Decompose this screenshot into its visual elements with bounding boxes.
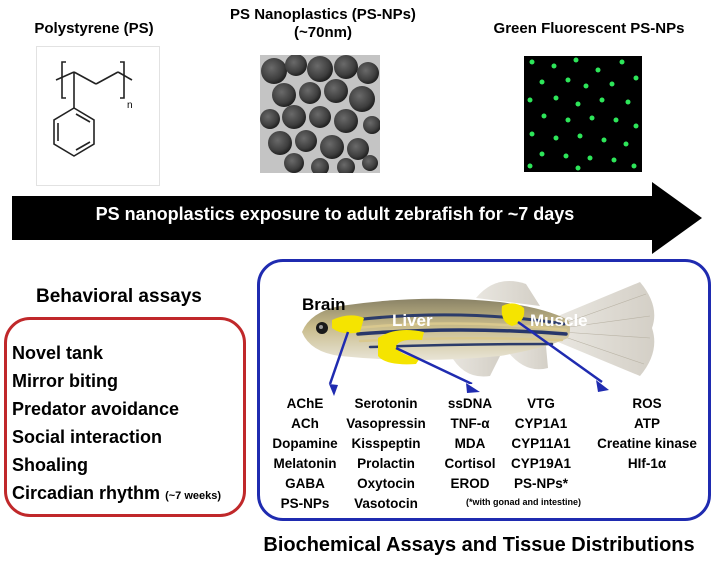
brain-marker: Dopamine — [272, 436, 338, 451]
behavioral-title: Behavioral assays — [36, 286, 202, 307]
liver-marker: Cortisol — [444, 456, 496, 471]
liver-footnote: (*with gonad and intestine) — [466, 497, 581, 507]
exposure-arrow — [12, 182, 702, 254]
brain-marker: PS-NPs — [280, 496, 330, 511]
brain-marker: Oxytocin — [357, 476, 415, 491]
muscle-marker: Creatine kinase — [597, 436, 697, 451]
tem-nanoplastics-image — [260, 55, 380, 173]
brain-marker: AChE — [286, 396, 324, 411]
duration-note: (~7 weeks) — [165, 490, 222, 502]
zebrafish-illustration — [302, 281, 655, 384]
nanoplastics-header: PS Nanoplastics (PS-NPs) (~70nm) — [208, 6, 438, 42]
brain-region — [332, 315, 364, 334]
liver-marker: CYP19A1 — [510, 456, 572, 471]
liver-marker: VTG — [527, 396, 555, 411]
brain-label: Brain — [302, 295, 346, 314]
biochemical-box — [257, 259, 711, 521]
subscript-n: n — [127, 100, 133, 111]
muscle-column: ROS ATP Creatine kinase HIf-1α — [588, 394, 706, 474]
behavioral-item-circadian: Circadian rhythm — [12, 483, 161, 503]
behavioral-item: Social interaction — [12, 427, 163, 447]
brain-marker: Serotonin — [354, 396, 418, 411]
liver-marker: MDA — [454, 436, 486, 451]
muscle-marker: ROS — [632, 396, 662, 411]
muscle-marker: ATP — [634, 416, 660, 431]
liver-marker: EROD — [450, 476, 490, 491]
brain-marker: GABA — [285, 476, 325, 491]
liver-column-2: VTG CYP1A1 CYP11A1 CYP19A1 PS-NPs* — [502, 394, 580, 494]
brain-marker: ACh — [291, 416, 319, 431]
liver-column-1: ssDNA TNF-α MDA Cortisol EROD — [436, 394, 504, 494]
polystyrene-structure: n — [36, 46, 160, 186]
brain-column-1: AChE ACh Dopamine Melatonin GABA PS-NPs — [262, 394, 348, 514]
liver-region — [378, 330, 424, 365]
muscle-region — [501, 303, 525, 326]
liver-marker: ssDNA — [447, 396, 493, 411]
brain-marker: Vasopressin — [346, 416, 426, 431]
behavioral-item: Shoaling — [12, 455, 88, 475]
behavioral-item: Mirror biting — [12, 371, 118, 391]
behavioral-item: Predator avoidance — [12, 399, 180, 419]
behavioral-item: Novel tank — [12, 343, 104, 363]
brain-column-2: Serotonin Vasopressin Kisspeptin Prolact… — [342, 394, 430, 514]
liver-marker: TNF-α — [450, 416, 490, 431]
behavioral-item: Circadian rhythm (~7 weeks) — [12, 479, 221, 510]
nanoplastics-header-line1: PS Nanoplastics (PS-NPs) — [230, 6, 416, 23]
behavioral-list: Novel tank Mirror biting Predator avoida… — [12, 339, 221, 510]
behavioral-box — [4, 317, 246, 517]
muscle-marker: HIf-1α — [627, 456, 667, 471]
exposure-arrow-label: PS nanoplastics exposure to adult zebraf… — [95, 204, 575, 224]
muscle-label: Muscle — [530, 311, 588, 330]
brain-marker: Prolactin — [357, 456, 415, 471]
nanoplastics-header-line2: (~70nm) — [294, 24, 352, 41]
liver-marker: CYP11A1 — [511, 436, 571, 451]
liver-marker: PS-NPs* — [513, 476, 569, 491]
liver-marker: CYP1A1 — [514, 416, 568, 431]
brain-marker: Melatonin — [273, 456, 337, 471]
brain-marker: Vasotocin — [354, 496, 418, 511]
polystyrene-header: Polystyrene (PS) — [34, 20, 154, 37]
green-fluorescent-header: Green Fluorescent PS-NPs — [493, 20, 685, 37]
brain-marker: Kisspeptin — [351, 436, 421, 451]
fluorescent-nanoplastics-image — [524, 56, 642, 172]
liver-label: Liver — [392, 311, 433, 330]
footer-title: Biochemical Assays and Tissue Distributi… — [263, 534, 695, 556]
